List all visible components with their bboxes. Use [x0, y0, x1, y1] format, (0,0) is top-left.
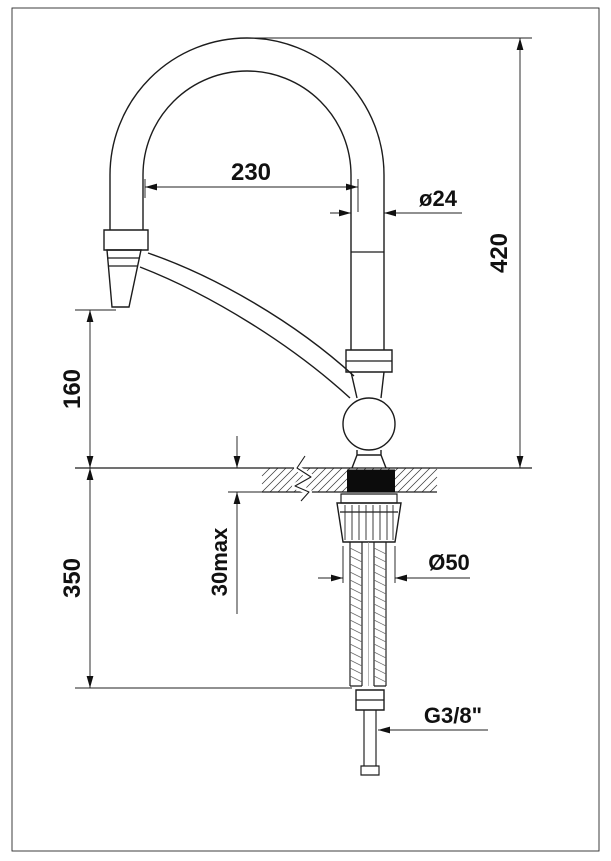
dim-30-arrow-bottom — [233, 492, 241, 504]
dim-50-arrow-left — [331, 574, 343, 582]
dimension-hose-length: 350 — [59, 468, 352, 689]
dim-160-arrow-top — [86, 310, 94, 322]
bottom-connector — [355, 689, 385, 776]
dim-420-arrow-top — [516, 38, 524, 50]
break-symbol — [294, 455, 312, 502]
connector-nut — [355, 689, 385, 711]
dim-label-hose-length: 350 — [59, 558, 86, 598]
hose-outlines — [349, 542, 387, 687]
hose-braid-left — [349, 547, 363, 683]
drawing-border — [11, 7, 600, 852]
dimension-outlet-height: 160 — [59, 309, 116, 468]
spout-arm — [139, 252, 355, 399]
mounting-nut-ridges — [344, 505, 394, 540]
dimension-connection-thread: G3/8" — [378, 703, 488, 734]
dim-label-connection-thread: G3/8" — [424, 703, 482, 728]
ball-joint — [342, 397, 396, 451]
spray-head-holder — [103, 229, 149, 251]
dim-50-extension-lines — [342, 546, 396, 583]
connector-end — [360, 765, 380, 776]
dim-label-deck-thickness: 30max — [207, 527, 232, 596]
spout-arm-top-edge — [147, 252, 355, 377]
dimension-deck-thickness: 30max — [207, 436, 262, 614]
countertop-section — [75, 454, 532, 503]
arch-inner-line — [142, 70, 352, 350]
dim-label-outlet-height: 160 — [59, 369, 86, 409]
arch-outer-line — [109, 37, 385, 350]
body-collar — [345, 349, 393, 373]
connector-tube — [363, 710, 377, 766]
gooseneck-arch — [109, 37, 385, 350]
faucet-body — [342, 349, 396, 469]
dim-350-arrow-top — [86, 468, 94, 480]
dimension-spout-diameter: ø24 — [330, 186, 462, 217]
supply-hoses — [349, 542, 387, 687]
spray-head — [103, 229, 149, 308]
dimension-spout-reach: 230 — [144, 159, 359, 212]
dim-label-total-height: 420 — [486, 233, 513, 273]
dim-24-arrow-left — [339, 209, 351, 217]
dim-420-arrow-bottom — [516, 456, 524, 468]
washer — [340, 493, 398, 504]
dim-350-arrow-bottom — [86, 676, 94, 688]
dim-50-arrow-right — [395, 574, 407, 582]
dim-label-hole-diameter: Ø50 — [428, 550, 470, 575]
dim-230-arrow-right — [346, 183, 358, 191]
dimension-total-height: 420 — [251, 37, 532, 468]
dim-g38-arrow — [378, 726, 390, 734]
mounting-nut — [336, 502, 402, 543]
mounting-hardware — [336, 469, 402, 543]
threaded-shank — [347, 469, 395, 493]
spray-head-detail-lines — [108, 257, 140, 267]
dim-label-spout-reach: 230 — [231, 159, 271, 186]
hose-braid-right — [373, 547, 387, 683]
body-neck-taper — [350, 371, 385, 399]
dimension-hole-diameter: Ø50 — [318, 546, 470, 583]
dim-30-arrow-top — [233, 456, 241, 468]
dim-230-extension-lines — [144, 179, 359, 212]
dim-24-arrow-right — [384, 209, 396, 217]
spout-arm-bottom-edge — [139, 266, 351, 399]
spray-head-body — [106, 249, 142, 308]
dim-160-arrow-bottom — [86, 456, 94, 468]
base-flare — [351, 450, 387, 469]
dim-label-spout-diameter: ø24 — [419, 186, 458, 211]
dim-230-arrow-left — [145, 183, 157, 191]
